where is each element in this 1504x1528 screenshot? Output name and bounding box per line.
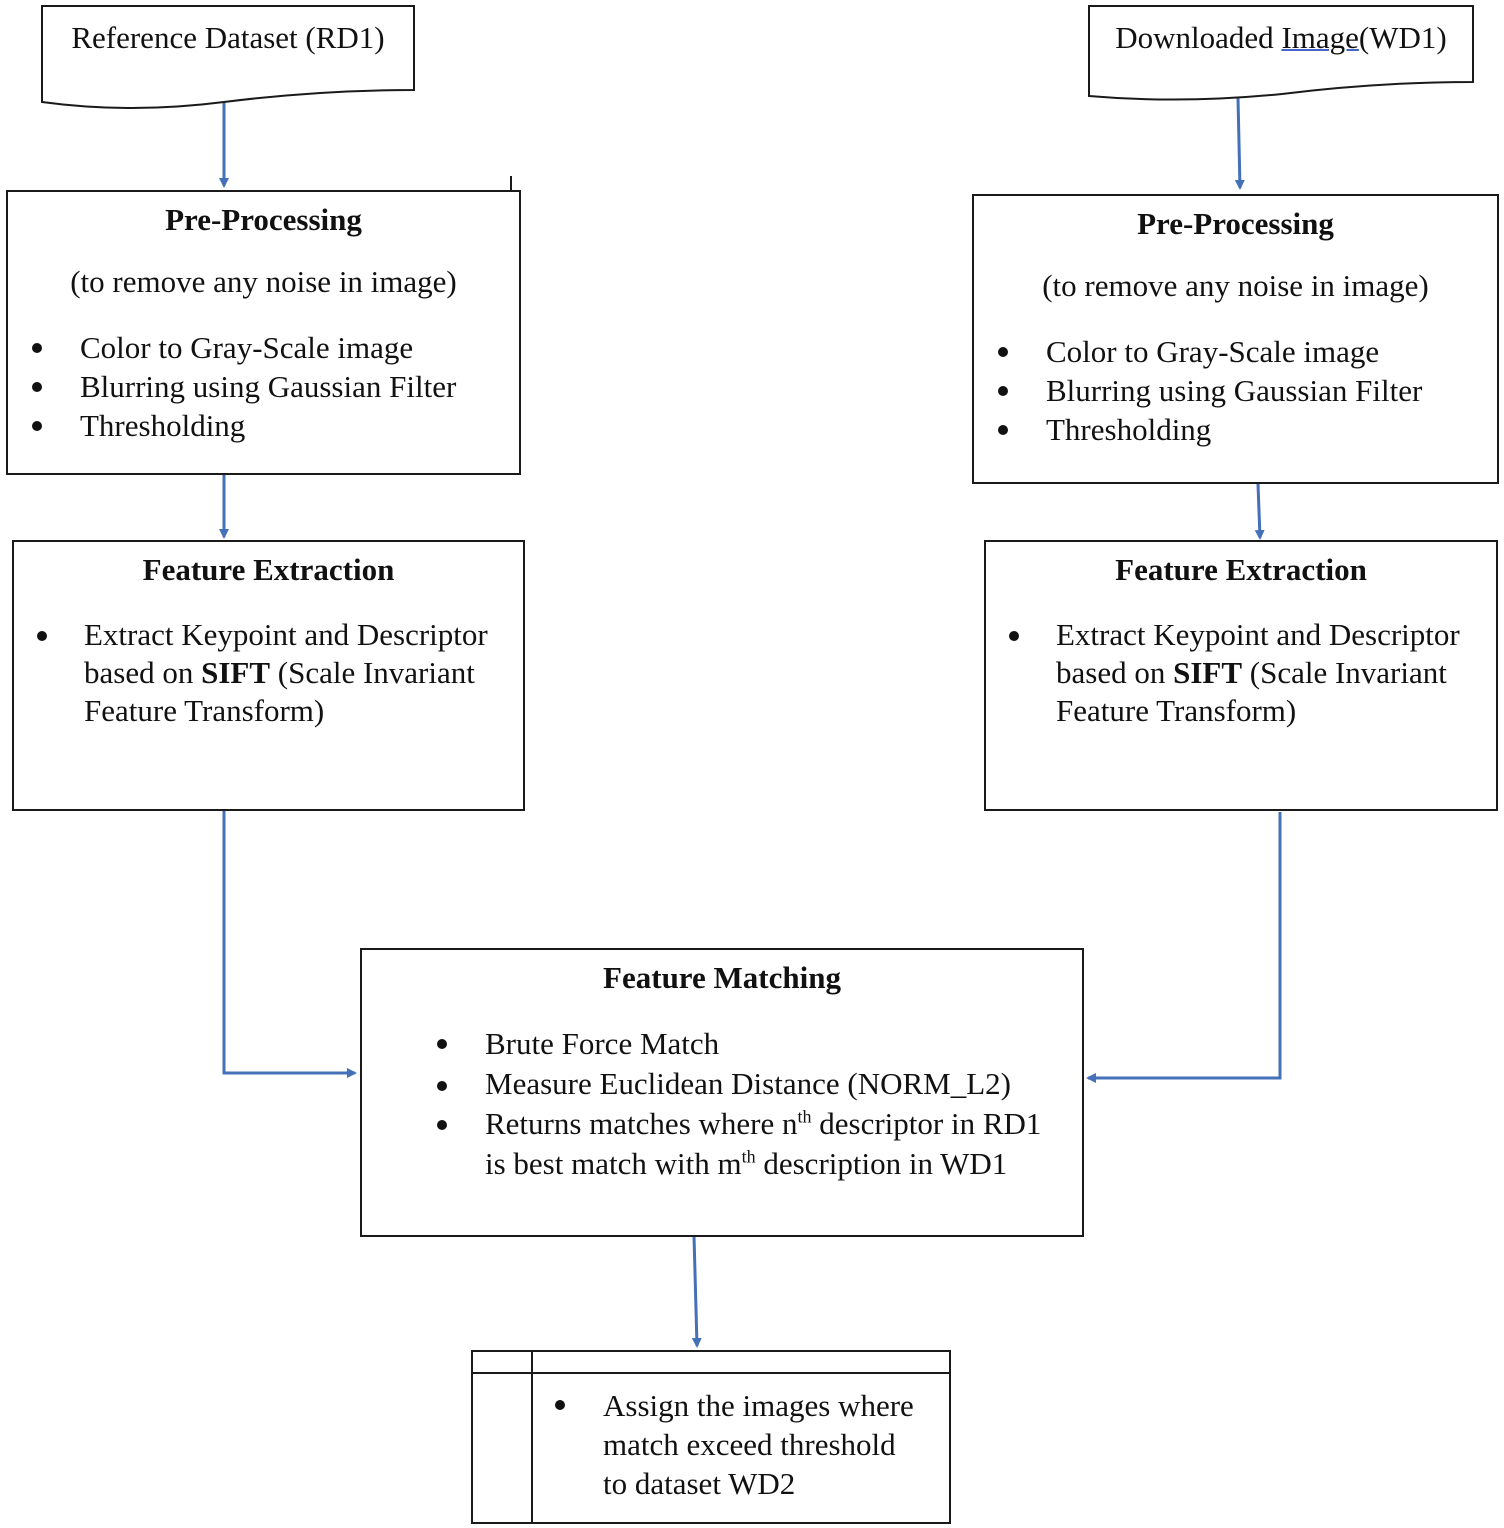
- arrow-matching-to-output: [691, 1235, 702, 1348]
- output-assignment-box: Assign the images where match exceed thr…: [471, 1350, 951, 1524]
- list-item: Thresholding: [32, 406, 456, 445]
- right-feature-extraction-box: Feature Extraction Extract Keypoint and …: [984, 540, 1498, 811]
- downloaded-image-label: Downloaded Image(WD1): [1115, 20, 1447, 55]
- matching-item-euclidean: Measure Euclidean Distance (NORM_L2): [485, 1066, 1011, 1101]
- list-item: Color to Gray-Scale image: [32, 328, 456, 367]
- left-preprocessing-subtitle: (to remove any noise in image): [70, 264, 457, 299]
- right-preprocessing-box: Pre-Processing (to remove any noise in i…: [972, 194, 1499, 484]
- left-preprocessing-list: Color to Gray-Scale image Blurring using…: [32, 328, 456, 445]
- feature-matching-box: Feature Matching Brute Force Match Measu…: [360, 948, 1084, 1237]
- bullet-dot: [437, 1120, 447, 1130]
- list-item: Color to Gray-Scale image: [998, 332, 1422, 371]
- output-left-column: [531, 1352, 533, 1522]
- arrow-left-extraction-to-matching: [222, 806, 357, 1078]
- bullet-dot: [437, 1039, 447, 1049]
- right-feature-extraction-text: Extract Keypoint and Descriptor based on…: [1056, 617, 1460, 728]
- left-feature-extraction-title: Feature Extraction: [142, 552, 395, 587]
- reference-dataset-label: Reference Dataset (RD1): [71, 20, 385, 55]
- output-assignment-text: Assign the images where match exceed thr…: [603, 1388, 914, 1501]
- left-feature-extraction-box: Feature Extraction Extract Keypoint and …: [12, 540, 525, 811]
- list-item: Blurring using Gaussian Filter: [32, 367, 456, 406]
- reference-dataset-node: Reference Dataset (RD1): [42, 6, 414, 102]
- list-item: Thresholding: [998, 410, 1422, 449]
- arrow-right-extraction-to-matching: [1086, 812, 1282, 1083]
- feature-matching-text: Brute Force Match Measure Euclidean Dist…: [485, 1024, 1041, 1184]
- left-preprocessing-box: Pre-Processing (to remove any noise in i…: [6, 190, 521, 475]
- right-preprocessing-subtitle: (to remove any noise in image): [1042, 268, 1429, 303]
- right-preprocessing-title: Pre-Processing: [1137, 206, 1334, 241]
- matching-item-returns-cont: is best match with mth description in WD…: [485, 1146, 1008, 1181]
- bullet-dot: [1009, 631, 1019, 641]
- feature-matching-title: Feature Matching: [603, 960, 841, 995]
- downloaded-image-node: Downloaded Image(WD1): [1089, 6, 1473, 96]
- output-top-band: [473, 1372, 949, 1374]
- bullet-dot: [37, 631, 47, 641]
- right-preprocessing-list: Color to Gray-Scale image Blurring using…: [998, 332, 1422, 449]
- matching-item-brute-force: Brute Force Match: [485, 1026, 720, 1061]
- right-feature-extraction-title: Feature Extraction: [1115, 552, 1367, 587]
- bullet-dot: [555, 1400, 565, 1410]
- list-item: Blurring using Gaussian Filter: [998, 371, 1422, 410]
- left-preprocessing-title: Pre-Processing: [165, 202, 362, 237]
- arrow-right-preprocessing-to-extraction: [1254, 483, 1265, 540]
- left-feature-extraction-text: Extract Keypoint and Descriptor based on…: [84, 617, 488, 728]
- bullet-dot: [437, 1081, 447, 1091]
- arrow-wd1-to-preprocessing: [1234, 97, 1245, 190]
- matching-item-returns: Returns matches where nth descriptor in …: [485, 1106, 1042, 1141]
